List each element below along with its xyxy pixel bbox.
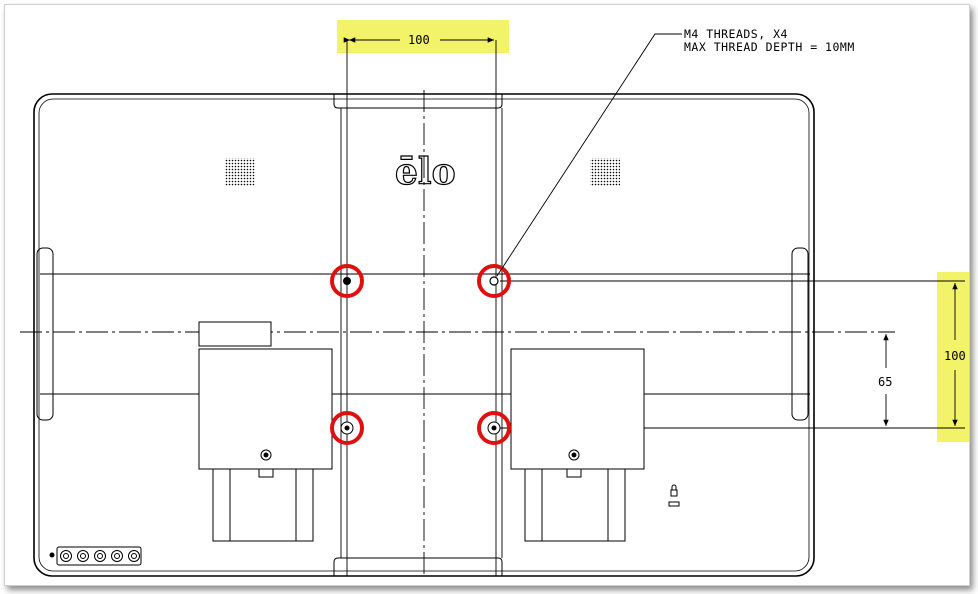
- callout-line-1: M4 THREADS, X4: [684, 27, 788, 41]
- mounting-hole-top-right: [477, 264, 511, 298]
- highlight-right: [937, 272, 969, 442]
- io-ports: [49, 546, 142, 566]
- logo: ēlo: [395, 151, 456, 193]
- dimension-offset-label: 65: [878, 375, 892, 389]
- mounting-hole-top-left: [330, 264, 364, 298]
- lock-icon: [668, 484, 680, 507]
- dimension-top-label: 100: [408, 33, 430, 47]
- dimension-right-label: 100: [944, 349, 966, 363]
- highlight-top: [337, 20, 509, 53]
- speaker-grille-left: [225, 158, 255, 186]
- mounting-hole-bottom-right: [477, 411, 511, 445]
- label-plate: [198, 321, 272, 347]
- callout-line-2: MAX THREAD DEPTH = 10MM: [684, 40, 855, 54]
- stand-bracket-left: [198, 348, 333, 542]
- callout-leader: [496, 33, 682, 277]
- mounting-hole-bottom-left: [330, 411, 364, 445]
- center-lines: [20, 90, 895, 576]
- vesa-guide-lines: [40, 40, 965, 576]
- stand-bracket-right: [510, 348, 645, 542]
- speaker-grille-right: [590, 158, 620, 186]
